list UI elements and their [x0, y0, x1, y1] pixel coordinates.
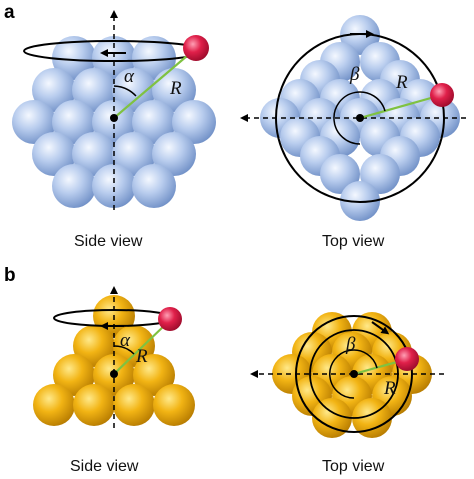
cluster-a-side	[12, 36, 216, 208]
adatom-sphere-icon	[395, 347, 419, 371]
top-view-caption: Top view	[322, 233, 385, 250]
rotation-arrow-icon	[371, 321, 390, 335]
panel-letter-b: b	[4, 265, 16, 286]
cluster-center-dot	[350, 370, 358, 378]
angle-beta-label: β	[345, 334, 356, 355]
panel-a-top-view: β R Top view	[240, 15, 466, 250]
rotation-circle-outer	[295, 315, 413, 433]
radius-label: R	[169, 78, 182, 99]
angle-beta-arc	[329, 349, 378, 399]
angle-alpha-arc	[113, 345, 135, 355]
panel-b-side-view: α R Side view	[33, 286, 195, 475]
side-view-caption: Side view	[74, 233, 143, 250]
radius-line	[113, 323, 167, 375]
angle-alpha-arc	[113, 85, 137, 97]
cluster-center-dot	[110, 114, 118, 122]
radius-line	[113, 49, 195, 119]
top-view-caption: Top view	[322, 458, 385, 475]
adatom-sphere-icon	[183, 35, 209, 61]
radius-label: R	[135, 346, 148, 367]
angle-alpha-label: α	[124, 66, 135, 87]
angle-beta-label: β	[349, 64, 360, 85]
angle-alpha-label: α	[120, 330, 131, 351]
panel-b-top-view: β R Top view	[250, 312, 444, 475]
radius-label: R	[395, 72, 408, 93]
panel-letter-a: a	[4, 2, 15, 23]
radius-label: R	[383, 378, 396, 399]
cluster-center-dot	[110, 370, 118, 378]
cluster-center-dot	[356, 114, 364, 122]
panel-a-side-view: α R Side view	[12, 10, 216, 250]
angle-beta-arc	[333, 91, 386, 145]
cluster-a-top	[260, 15, 460, 221]
radius-line	[359, 94, 439, 120]
adatom-sphere-icon	[430, 83, 454, 107]
rotation-circle-inner	[309, 329, 399, 419]
side-view-caption: Side view	[70, 458, 139, 475]
adatom-sphere-icon	[158, 307, 182, 331]
